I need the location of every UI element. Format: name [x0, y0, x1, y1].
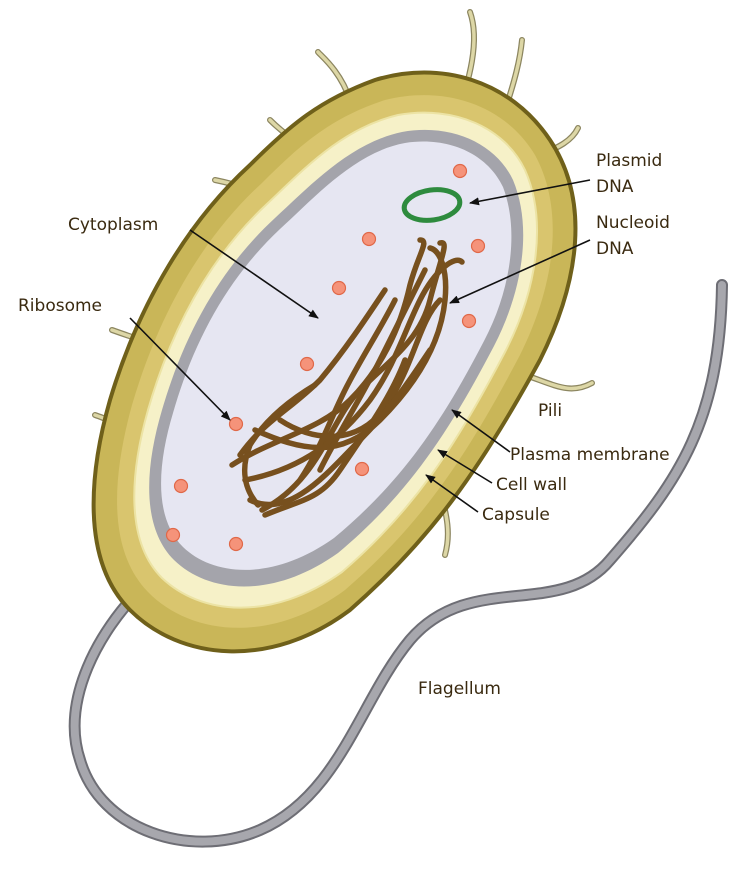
- arrow-icon: [437, 449, 493, 484]
- label-nucleoid-line2: DNA: [596, 239, 634, 259]
- ribosome-dot: [452, 163, 468, 179]
- ribosome-dot: [470, 238, 486, 254]
- ribosome-dot: [228, 416, 244, 432]
- label-nucleoid-line1: Nucleoid: [596, 213, 670, 233]
- ribosome-dot: [354, 461, 370, 477]
- ribosome-dot: [361, 231, 377, 247]
- arrow-icon: [449, 239, 591, 304]
- arrow-icon: [129, 317, 231, 421]
- label-capsule: Capsule: [482, 505, 550, 525]
- arrow-icon: [451, 409, 511, 453]
- ribosome-dot: [165, 527, 181, 543]
- label-cytoplasm: Cytoplasm: [68, 215, 158, 235]
- arrow-icon: [469, 179, 591, 206]
- ribosomes: [165, 163, 486, 552]
- label-plasmid-line1: Plasmid: [596, 151, 662, 171]
- ribosome-dot: [461, 313, 477, 329]
- ribosome-dot: [228, 536, 244, 552]
- label-flagellum: Flagellum: [418, 679, 501, 699]
- label-cell-wall: Cell wall: [496, 475, 567, 495]
- plasmid-dna: [401, 187, 463, 223]
- nucleoid-dna: [229, 237, 465, 518]
- label-plasmid-line2: DNA: [596, 177, 634, 197]
- ribosome-dot: [331, 280, 347, 296]
- label-ribosome: Ribosome: [18, 296, 102, 316]
- arrow-icon: [189, 229, 319, 319]
- arrow-icon: [425, 474, 479, 513]
- ribosome-dot: [299, 356, 315, 372]
- labels: Plasmid DNA Nucleoid DNA Cytoplasm Ribos…: [18, 151, 670, 699]
- label-plasma-membrane: Plasma membrane: [510, 445, 670, 465]
- label-pili: Pili: [538, 401, 562, 421]
- leader-lines: [129, 179, 591, 513]
- ribosome-dot: [173, 478, 189, 494]
